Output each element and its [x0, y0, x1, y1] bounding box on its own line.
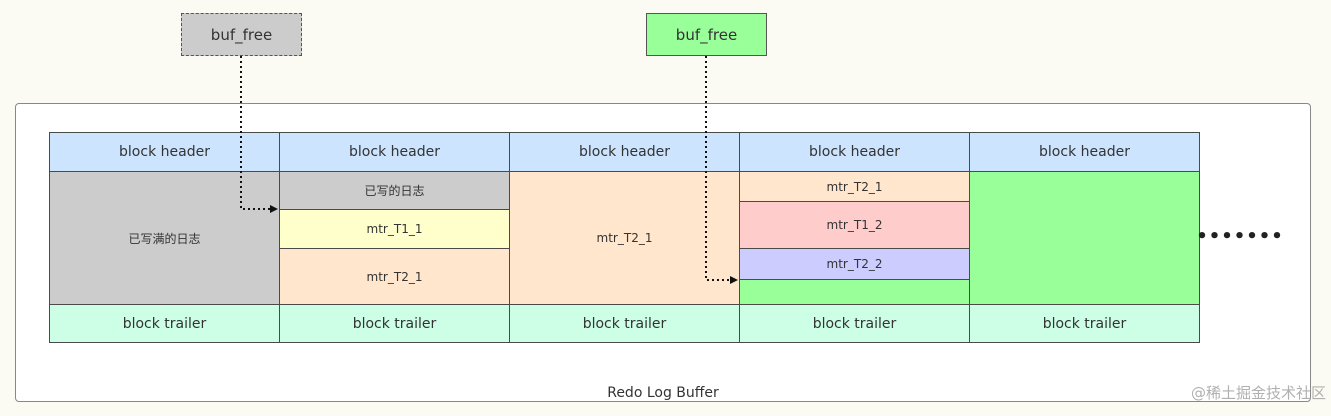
block-3-trailer: block trailer	[509, 304, 740, 343]
buf-free-new-arrow	[705, 56, 738, 284]
block-3-segment-1-label: mtr_T2_1	[596, 231, 653, 245]
block-1-trailer: block trailer	[49, 304, 280, 343]
buf-free-old-box: buf_free	[181, 13, 302, 56]
block-4-header: block header	[739, 132, 970, 172]
block-2-segment-2: mtr_T1_1	[279, 209, 510, 249]
block-1-trailer-label: block trailer	[122, 315, 207, 332]
block-2-trailer-label: block trailer	[352, 315, 437, 332]
watermark: @稀土掘金技术社区	[1190, 383, 1326, 402]
block-1-segment-1-label: 已写满的日志	[128, 231, 201, 246]
block-4-segment-1-label: mtr_T2_1	[826, 179, 883, 194]
block-5-header-label: block header	[1039, 144, 1130, 160]
block-3-trailer-label: block trailer	[582, 315, 667, 332]
block-4-header-label: block header	[809, 144, 900, 160]
block-4-trailer: block trailer	[739, 304, 970, 343]
block-3-segment-1: mtr_T2_1	[509, 171, 740, 305]
block-4-segment-2-label: mtr_T1_2	[826, 218, 883, 232]
block-2-segment-2-label: mtr_T1_1	[366, 222, 423, 236]
block-4-free-space	[739, 279, 970, 305]
buf-free-old-label: buf_free	[210, 25, 273, 44]
block-3-header-label: block header	[579, 144, 670, 160]
buf-free-new-label: buf_free	[675, 25, 738, 44]
block-2-header-label: block header	[349, 144, 440, 160]
block-5-trailer: block trailer	[969, 304, 1200, 343]
block-4-segment-3-label: mtr_T2_2	[826, 257, 883, 271]
buffer-label: Redo Log Buffer	[607, 385, 719, 401]
block-5-header: block header	[969, 132, 1200, 172]
block-2-segment-1-label: 已写的日志	[364, 184, 425, 198]
block-2-segment-3-label: mtr_T2_1	[366, 269, 423, 284]
block-4-trailer-label: block trailer	[812, 315, 897, 332]
block-2-trailer: block trailer	[279, 304, 510, 343]
buf-free-old-arrow	[240, 56, 278, 213]
block-1-header-label: block header	[119, 144, 210, 160]
buf-free-new-box: buf_free	[646, 13, 767, 56]
block-2-segment-1: 已写的日志	[279, 171, 510, 210]
block-5-trailer-label: block trailer	[1042, 315, 1127, 332]
block-5-free-space	[969, 171, 1200, 305]
more-blocks-ellipsis: •••••••	[1196, 225, 1284, 247]
